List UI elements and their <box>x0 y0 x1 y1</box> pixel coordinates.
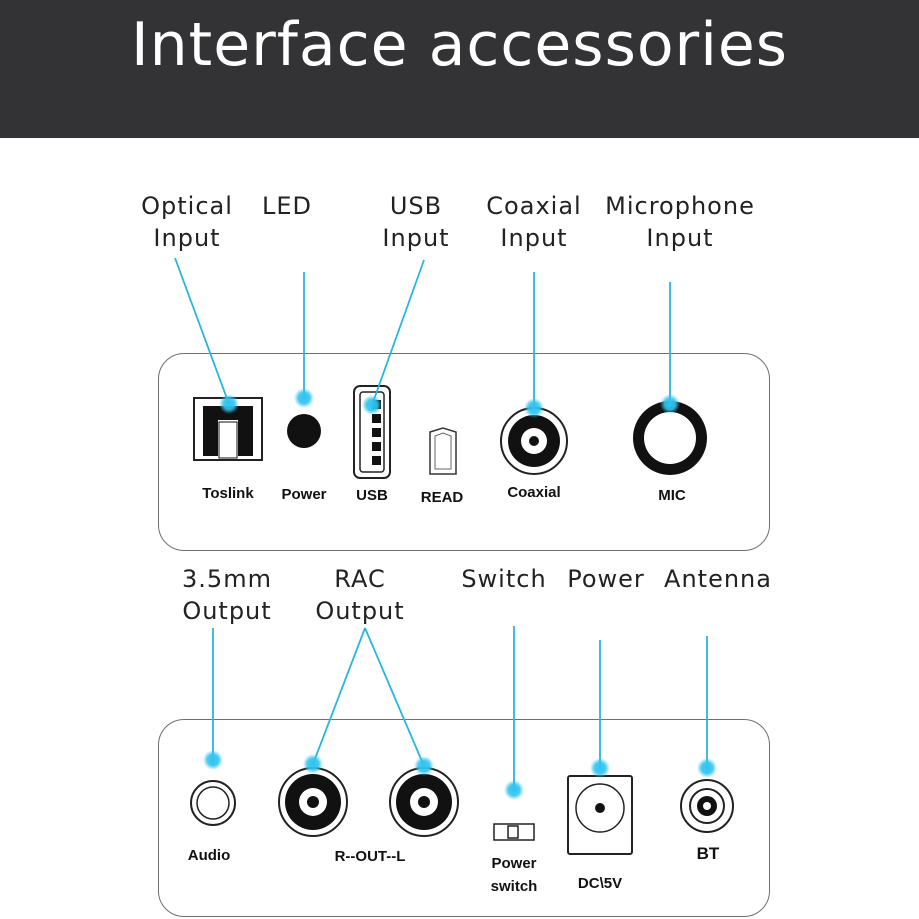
callout-35mm-output-line1: 3.5mm <box>182 565 272 593</box>
callout-led-line1: LED <box>261 192 312 220</box>
callout-optical-input-line2: Input <box>153 224 221 252</box>
power-switch-icon <box>493 823 535 841</box>
callout-microphone-input-line1: Microphone <box>605 192 755 220</box>
marker-usb-icon <box>362 395 382 415</box>
header-banner: Interface accessories <box>0 0 919 138</box>
bt-antenna-jack-icon <box>680 779 734 833</box>
bottom-device-panel <box>158 719 770 917</box>
label-audio: Audio <box>187 847 231 864</box>
marker-rca-right-icon <box>303 754 323 774</box>
callout-optical-input: Optical Input <box>132 190 242 254</box>
label-usb: USB <box>356 487 388 504</box>
rca-right-jack-icon <box>278 767 348 837</box>
callout-antenna: Antenna <box>656 563 780 595</box>
marker-power-icon <box>590 758 610 778</box>
marker-mic-icon <box>660 394 680 414</box>
callout-usb-input-line1: USB <box>389 192 443 220</box>
leader-lines <box>174 257 708 790</box>
label-coaxial: Coaxial <box>507 484 561 501</box>
callout-usb-input-line2: Input <box>382 224 450 252</box>
mic-jack-icon <box>633 401 707 475</box>
callout-optical-input-line1: Optical <box>141 192 233 220</box>
marker-led-icon <box>294 388 314 408</box>
rca-left-jack-icon <box>389 767 459 837</box>
callout-power-line1: Power <box>567 565 645 593</box>
callout-35mm-output-line2: Output <box>182 597 272 625</box>
callout-switch: Switch <box>452 563 556 595</box>
leader-line-rca-right <box>312 627 366 765</box>
label-mic: MIC <box>658 487 686 504</box>
label-toslink: Toslink <box>202 485 254 502</box>
markers <box>203 388 717 800</box>
marker-rca-left-icon <box>414 756 434 776</box>
callout-antenna-line1: Antenna <box>664 565 772 593</box>
marker-switch-icon <box>504 780 524 800</box>
callout-led: LED <box>252 190 322 222</box>
callout-coaxial-input: Coaxial Input <box>478 190 590 254</box>
callout-coaxial-input-line1: Coaxial <box>486 192 582 220</box>
coaxial-jack-icon <box>500 407 568 475</box>
label-read: READ <box>420 489 464 506</box>
marker-audio-icon <box>203 750 223 770</box>
label-power-led: Power <box>281 486 327 503</box>
callout-switch-line1: Switch <box>461 565 547 593</box>
callout-microphone-input-line2: Input <box>646 224 714 252</box>
callout-rac-output-line2: Output <box>315 597 405 625</box>
dc-jack-icon <box>567 775 633 855</box>
callout-35mm-output: 3.5mm Output <box>172 563 282 627</box>
label-rca-out: R--OUT--L <box>334 848 406 865</box>
callout-rac-output-line1: RAC <box>334 565 386 593</box>
label-bt: BT <box>696 844 720 863</box>
leader-line-optical <box>174 257 230 405</box>
leader-line-usb <box>371 259 425 406</box>
callout-usb-input: USB Input <box>366 190 466 254</box>
callout-microphone-input: Microphone Input <box>600 190 760 254</box>
audio-jack-icon <box>190 780 236 826</box>
marker-antenna-icon <box>697 758 717 778</box>
card-reader-slot-icon <box>429 427 457 475</box>
leader-line-rca-left <box>364 627 425 767</box>
callout-coaxial-input-line2: Input <box>500 224 568 252</box>
label-dc: DC\5V <box>577 875 623 892</box>
callout-power: Power <box>558 563 654 595</box>
page-title: Interface accessories <box>130 10 789 80</box>
marker-optical-icon <box>219 394 239 414</box>
callout-rac-output: RAC Output <box>308 563 412 627</box>
marker-coaxial-icon <box>524 398 544 418</box>
label-power-switch-line2: switch <box>490 878 538 895</box>
label-power-switch-line1: Power <box>491 855 537 872</box>
power-led-icon <box>287 414 321 448</box>
